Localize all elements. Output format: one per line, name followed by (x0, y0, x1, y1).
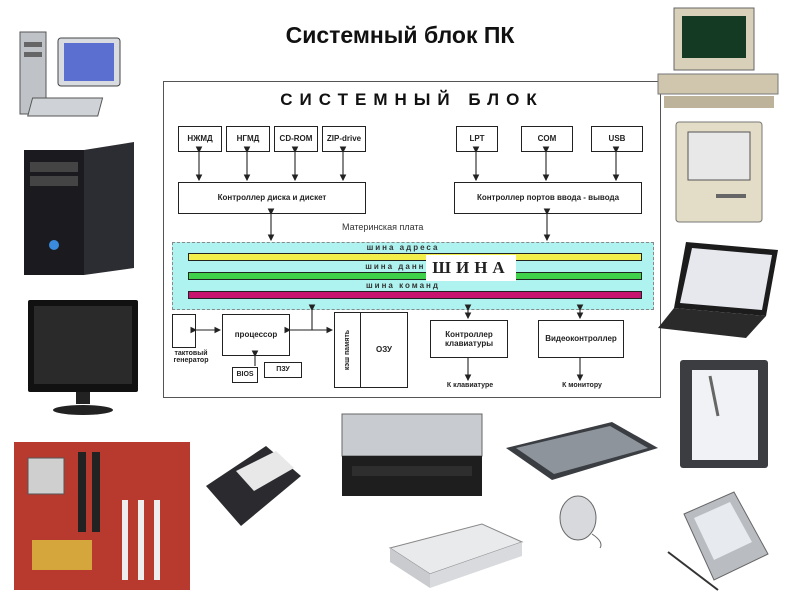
rom-box: ПЗУ (264, 362, 302, 378)
cpu-box: процессор (222, 314, 290, 356)
hard-drive-image (206, 446, 301, 526)
laptop-image (658, 242, 778, 338)
motherboard-label: Материнская плата (342, 222, 424, 232)
motherboard-image (14, 442, 190, 590)
drive-box-cdrom: CD-ROM (274, 126, 318, 152)
command-bus-label: шина команд (366, 281, 440, 290)
address-bus-label: шина адреса (366, 243, 440, 252)
floppy-drive-image (388, 523, 524, 588)
command-bus-line (188, 291, 642, 299)
tower-case-image (24, 142, 134, 275)
dvd-drive-image (341, 413, 483, 496)
clock-generator-label: тактовый генератор (173, 350, 209, 364)
data-bus-line (188, 272, 642, 280)
diagram-connectors (190, 146, 620, 382)
to-keyboard-label: К клавиатуре (446, 382, 494, 389)
bus-title: ШИНА (426, 255, 516, 281)
keyboard-image (506, 422, 658, 480)
data-bus-label: шина данных (365, 262, 441, 271)
address-bus-line (188, 253, 642, 261)
to-monitor-label: К монитору (562, 382, 602, 389)
video-controller-box: Видеоконтроллер (538, 320, 624, 358)
system-unit-diagram: СИСТЕМНЫЙ БЛОК НЖМД НГМД CD-ROM ZIP-driv… (163, 81, 661, 398)
page-title: Системный блок ПК (285, 22, 515, 48)
macintosh-image (675, 121, 763, 223)
lcd-monitor-image (28, 300, 138, 415)
bus-band: шина адреса шина данных шина команд (172, 242, 654, 310)
diagram-heading: СИСТЕМНЫЙ БЛОК (280, 90, 544, 109)
desktop-pc-image (19, 31, 121, 117)
tablet-pc-image (680, 360, 768, 468)
port-box-com: COM (521, 126, 573, 152)
retro-pc-image (657, 7, 779, 108)
keyboard-controller-box: Контроллер клавиатуры (430, 320, 508, 358)
mouse-image (559, 495, 602, 549)
ram-box: ОЗУ (360, 312, 408, 388)
bios-box: BIOS (232, 367, 258, 383)
pda-image (667, 491, 769, 591)
